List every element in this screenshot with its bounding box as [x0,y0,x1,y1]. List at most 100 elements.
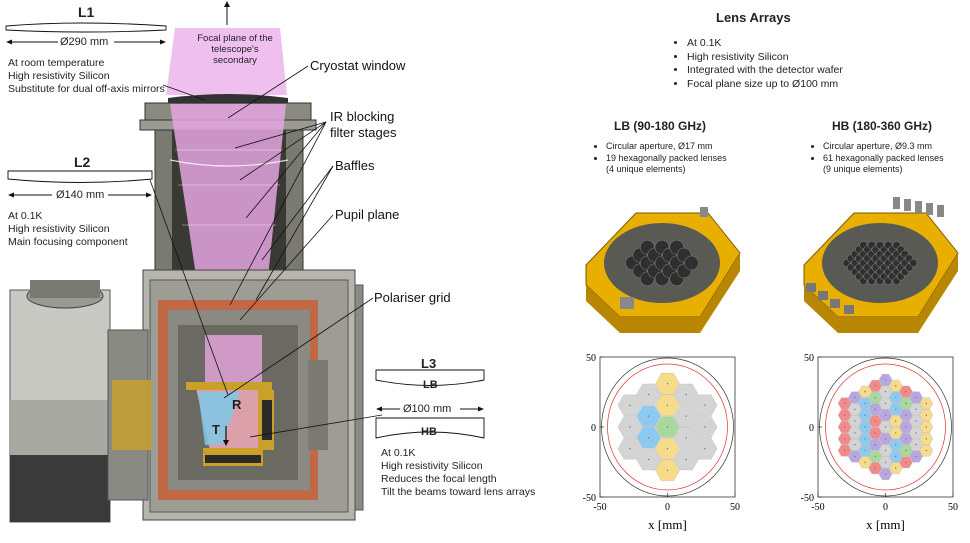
lens-center-dot [854,396,856,399]
hb-array-render [803,197,959,333]
lens-arrays-title: Lens Arrays [716,10,791,25]
lens-center-dot [854,432,856,434]
lb-array-render [585,207,741,333]
focal-plane-beam [166,28,287,95]
l3-lb-label: LB [423,379,438,391]
lens-center-dot [905,461,907,464]
lens-center-dot [704,426,706,428]
hb-xlabel: x [mm] [866,517,905,532]
lens-center-dot [685,458,687,461]
l3-hb-label: HB [421,426,437,438]
beam-t-label: T [212,422,220,437]
lens-center-dot [925,426,927,428]
l3-title: L3 [421,356,437,371]
l2-diameter: Ø140 mm [56,189,105,201]
lb-ytick-top: 50 [586,353,596,364]
lens-center-dot [864,402,866,405]
lens-center-dot [895,396,897,399]
lens-center-dot [629,426,631,428]
pupil-plane-label: Pupil plane [335,207,400,222]
lb-ytick-bot: -50 [583,493,596,504]
lens-center-dot [844,402,846,405]
hb-ytick-mid: 0 [809,423,814,434]
lens-center-dot [854,408,856,411]
lens-center-dot [925,414,927,416]
lb-xtick-mid: 0 [665,502,670,513]
lens-center-dot [685,437,687,439]
hb-ytick-bot: -50 [801,493,814,504]
lens-center-dot [666,382,669,385]
lens-center-dot [864,426,866,428]
lens-center-dot [915,408,917,411]
lens-center-dot [895,408,897,411]
lens-center-dot [905,402,907,405]
lens-center-dot [844,449,846,452]
lens-center-dot [854,455,856,458]
lens-center-dot [915,420,917,422]
lens-center-dot [648,393,650,396]
lens-center-dot [704,404,706,407]
l3-diameter: Ø100 mm [403,403,452,415]
lens-center-dot [666,469,669,472]
polariser-grid-label: Polariser grid [374,290,451,305]
lens-center-dot [864,390,866,393]
lens-center-dot [648,437,650,439]
lens-center-dot [884,426,887,428]
hb-xtick-right: 50 [948,502,958,513]
lens-center-dot [666,426,669,428]
lens-center-dot [704,447,706,450]
lens-center-dot [895,455,897,458]
lens-center-dot [925,449,927,452]
lens-center-dot [629,404,631,407]
lens-center-dot [884,473,887,475]
lens-center-dot [666,447,669,450]
lens-center-dot [844,438,846,440]
lens-center-dot [874,467,876,469]
lens-center-dot [844,414,846,416]
lens-center-dot [874,420,876,422]
lens-center-dot [905,390,907,393]
cryostat-window-label: Cryostat window [310,58,406,73]
lens-center-dot [915,396,917,399]
ir-filter-label-2: filter stages [330,125,397,140]
lb-hex-plot: 50 0 -50 -50 0 50 x [mm] [583,353,740,532]
lens-center-dot [648,415,650,417]
lens-center-dot [844,426,846,428]
lens-center-dot [915,455,917,458]
lens-center-dot [864,438,866,440]
lens-center-dot [884,461,887,464]
lens-center-dot [895,432,897,434]
lens-center-dot [915,432,917,434]
lens-center-dot [874,455,876,458]
lens-center-dot [905,438,907,440]
lens-center-dot [895,420,897,422]
lens-center-dot [925,438,927,440]
hb-lenses [842,240,918,285]
lens-center-dot [905,426,907,428]
lens-center-dot [864,414,866,416]
lens-center-dot [884,449,887,452]
lens-center-dot [854,443,856,446]
lb-lens-ball [684,255,699,271]
lens-center-dot [874,385,876,387]
hb-bullets: Circular aperture, Ø9.3 mm61 hexagonally… [809,141,944,176]
lens-center-dot [864,461,866,464]
lens-center-dot [895,385,897,387]
lens-center-dot [874,432,876,434]
lens-center-dot [884,414,887,416]
lb-lenses [625,239,699,287]
lens-center-dot [666,404,669,407]
lens-center-dot [884,438,887,440]
lens-center-dot [685,393,687,396]
lb-title: LB (90-180 GHz) [614,119,707,133]
hb-title: HB (180-360 GHz) [832,119,933,133]
beam-r-label: R [232,397,242,412]
l1-diameter: Ø290 mm [60,36,109,48]
lens-center-dot [925,402,927,405]
lens-center-dot [854,420,856,422]
lens-center-dot [895,443,897,446]
